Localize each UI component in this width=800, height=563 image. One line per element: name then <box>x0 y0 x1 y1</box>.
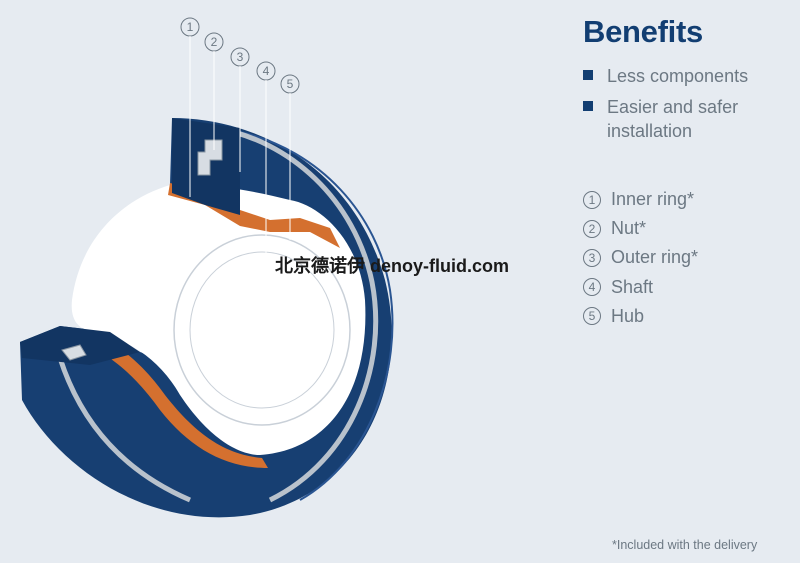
svg-text:2: 2 <box>211 35 218 49</box>
benefit-item: Easier and safer installation <box>583 95 793 143</box>
callout-5: 5 <box>280 74 300 240</box>
square-bullet-icon <box>583 70 593 80</box>
legend-item-outer-ring: 3 Outer ring* <box>583 243 698 272</box>
inner-ring-band-bottom <box>70 328 268 468</box>
svg-text:5: 5 <box>287 77 294 91</box>
callout-3: 3 <box>230 47 250 172</box>
benefits-list: Less components Easier and safer install… <box>583 64 793 150</box>
legend-item-inner-ring: 1 Inner ring* <box>583 185 698 214</box>
callout-4: 4 <box>256 61 276 270</box>
shrink-disc-cutaway-diagram: 1 2 3 4 5 <box>20 17 394 518</box>
svg-text:1: 1 <box>187 20 194 34</box>
watermark-text: 北京德诺伊 denoy-fluid.com <box>275 256 509 276</box>
shaft-bore <box>173 234 351 426</box>
footnote: *Included with the delivery <box>612 538 758 552</box>
benefit-text: Easier and safer installation <box>607 97 739 141</box>
callout-1: 1 <box>180 17 200 197</box>
legend-item-shaft: 4 Shaft <box>583 273 698 302</box>
square-bullet-icon <box>583 101 593 111</box>
legend-item-hub: 5 Hub <box>583 302 698 331</box>
legend-label: Outer ring* <box>611 247 699 268</box>
number-circle-icon: 3 <box>583 248 601 267</box>
hub-edge-highlight <box>239 131 394 501</box>
outer-ring-groove <box>214 125 379 503</box>
legend-label: Shaft <box>611 276 654 297</box>
benefit-item: Less components <box>583 64 793 88</box>
svg-text:3: 3 <box>237 50 244 64</box>
number-circle-icon: 2 <box>583 219 601 238</box>
lower-nut-detail <box>61 344 87 361</box>
legend-label: Hub <box>611 305 645 326</box>
parts-legend: 1 Inner ring* 2 Nut* 3 Outer ring* 4 Sha… <box>583 185 698 331</box>
number-circle-icon: 1 <box>583 190 601 209</box>
outer-ring-groove-lower <box>57 357 191 503</box>
benefits-title: Benefits <box>583 14 703 49</box>
number-circle-icon: 4 <box>583 278 601 297</box>
callout-2: 2 <box>204 32 224 150</box>
legend-item-nut: 2 Nut* <box>583 214 698 243</box>
legend-label: Nut* <box>611 218 647 239</box>
number-circle-icon: 5 <box>583 307 601 326</box>
benefit-text: Less components <box>607 66 749 86</box>
legend-label: Inner ring* <box>611 189 695 210</box>
svg-text:4: 4 <box>263 64 270 78</box>
nut-detail <box>197 139 223 176</box>
shaft-bore-inner <box>189 251 335 409</box>
